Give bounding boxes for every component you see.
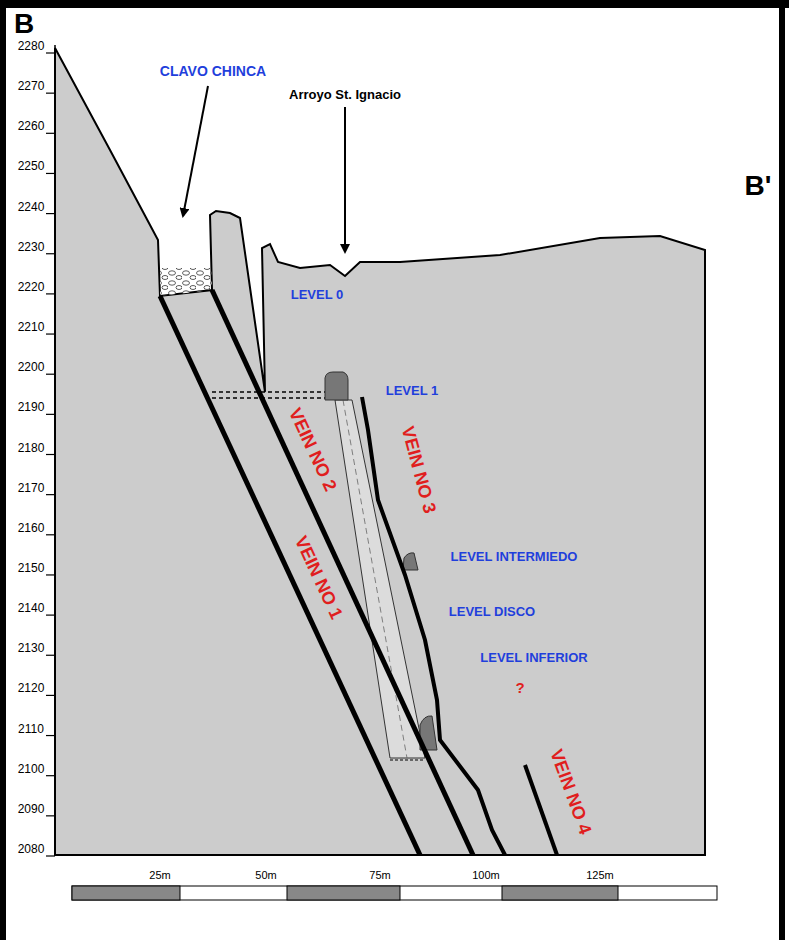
frame-bar (0, 0, 6, 940)
axis-tick (46, 775, 55, 776)
axis-tick (46, 695, 55, 696)
scale-number: 50m (255, 869, 276, 881)
axis-tick (46, 173, 55, 174)
axis-tick (46, 574, 55, 575)
shaft-base (390, 760, 425, 761)
section-end-letter: B (14, 9, 34, 40)
elevation-number: 2160 (18, 522, 45, 535)
elevation-number: 2140 (18, 603, 45, 616)
axis-tick (46, 735, 55, 736)
ground-section (55, 48, 705, 855)
elevation-number: 2120 (18, 683, 45, 696)
working-chamber (403, 553, 418, 570)
scale-number: 75m (369, 869, 390, 881)
elevation-number: 2230 (18, 241, 45, 254)
axis-tick (46, 855, 55, 856)
axis-tick (46, 374, 55, 375)
elevation-number: 2080 (18, 843, 45, 856)
level-label: LEVEL INFERIOR (480, 651, 587, 665)
scale-number: 125m (586, 869, 614, 881)
elevation-number: 2130 (18, 643, 45, 656)
elevation-number: 2100 (18, 763, 45, 776)
elevation-number: 2150 (18, 562, 45, 575)
elevation-axis (54, 45, 56, 855)
elevation-number: 2260 (18, 121, 45, 134)
level-label: LEVEL 0 (291, 288, 344, 302)
pointer-arrow (183, 86, 208, 216)
level-label: LEVEL 1 (386, 384, 439, 398)
elevation-number: 2270 (18, 81, 45, 94)
axis-tick (46, 494, 55, 495)
axis-tick (46, 815, 55, 816)
elevation-number: 2250 (18, 161, 45, 174)
feature-label: Arroyo St. Ignacio (289, 88, 401, 102)
vein-line (212, 290, 473, 855)
elevation-number: 2110 (18, 723, 44, 736)
axis-tick (46, 333, 55, 334)
axis-tick (46, 614, 55, 615)
vein-line (160, 296, 420, 855)
elevation-number: 2200 (18, 362, 45, 375)
rubble-fill (160, 268, 212, 296)
axis-tick (46, 414, 55, 415)
scale-segment (287, 886, 400, 900)
elevation-number: 2090 (18, 803, 45, 816)
query-mark: ? (515, 680, 524, 697)
axis-tick (46, 133, 55, 134)
feature-label: CLAVO CHINCA (160, 64, 266, 79)
elevation-number: 2190 (18, 402, 45, 415)
scale-number: 100m (472, 869, 500, 881)
axis-tick (46, 655, 55, 656)
pointer-arrow (344, 107, 346, 252)
axis-tick (46, 213, 55, 214)
axis-tick (46, 534, 55, 535)
elevation-number: 2170 (18, 482, 45, 495)
axis-tick (46, 454, 55, 455)
scale-segment (72, 886, 180, 900)
axis-tick (46, 52, 55, 53)
vein-line (525, 765, 557, 855)
axis-tick (46, 93, 55, 94)
elevation-number: 2180 (18, 442, 45, 455)
axis-ticks (46, 53, 55, 856)
elevation-number: 2210 (18, 321, 45, 334)
level-label: LEVEL DISCO (449, 605, 535, 619)
elevation-number: 2220 (18, 281, 45, 294)
vein-line (362, 397, 505, 855)
adit-line (212, 397, 330, 399)
scale-number: 25m (149, 869, 170, 881)
level-label: LEVEL INTERMIEDO (451, 550, 578, 564)
working-chamber (325, 372, 348, 400)
elevation-number: 2240 (18, 201, 45, 214)
scale-segment (502, 886, 618, 900)
frame-bar (779, 0, 785, 940)
section-end-letter: B' (745, 171, 772, 202)
adit-line (212, 391, 330, 393)
axis-tick (46, 293, 55, 294)
elevation-number: 2280 (18, 40, 45, 53)
axis-tick (46, 253, 55, 254)
scale-bar (72, 886, 717, 900)
frame-bar (0, 0, 789, 8)
